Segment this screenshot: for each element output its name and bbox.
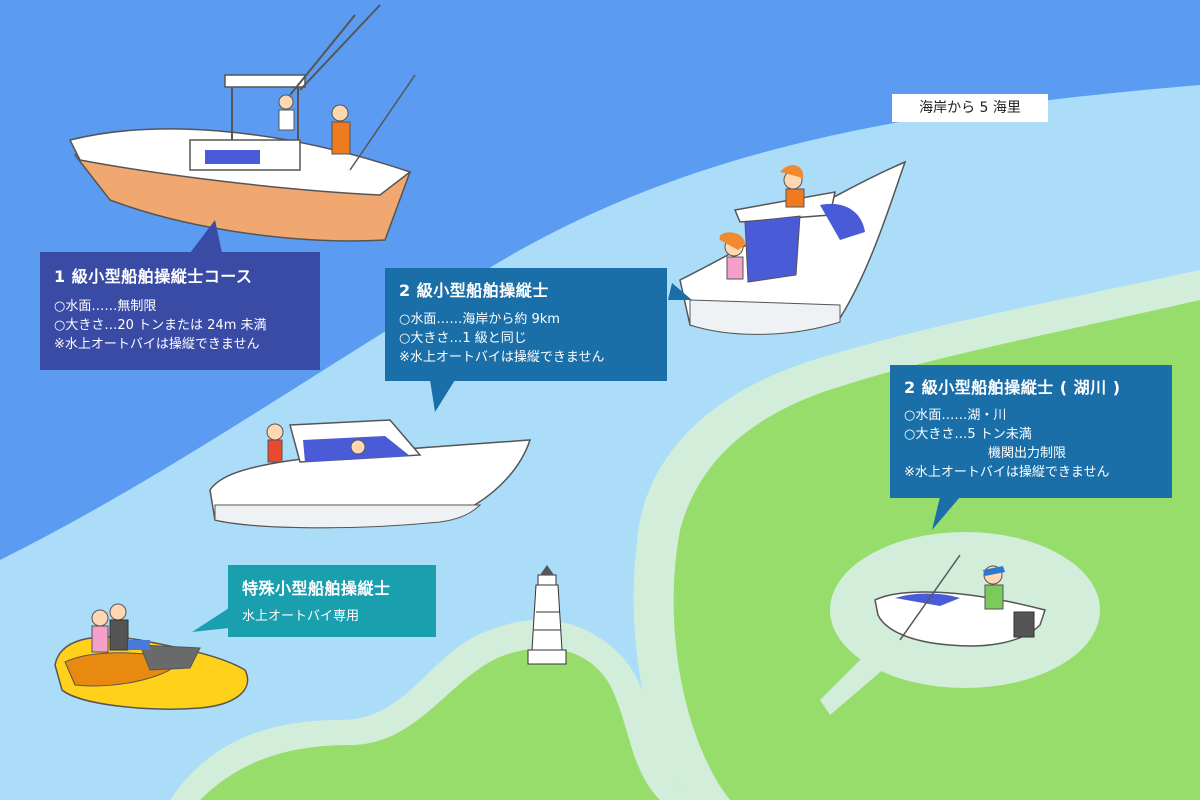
land-left [200,648,660,800]
callout1-pointer [190,220,222,253]
cabin-cruiser [209,419,532,529]
special-title: 特殊小型船舶操縦士 [242,579,391,598]
river [820,650,885,715]
lighthouse [527,565,567,665]
class2-note: ※水上オートバイは操縦できません [399,350,605,365]
personal-watercraft [54,603,249,710]
callout2-pointer [668,283,692,300]
class1-water: ○水面……無制限 [54,299,157,314]
callout4-pointer [192,608,229,632]
class1-title: 1 級小型船舶操縦士コース [54,267,253,286]
class2-title: 2 級小型船舶操縦士 [399,281,549,300]
class1-course-callout: 1 級小型船舶操縦士コース ○水面……無制限 ○大きさ…20 トンまたは 24m… [40,252,320,370]
class1-note: ※水上オートバイは操縦できません [54,337,260,352]
special-desc: 水上オートバイ専用 [242,609,360,624]
class2-lake-water: ○水面……湖・川 [904,408,1007,423]
class2-callout: 2 級小型船舶操縦士 ○水面……海岸から約 9km ○大きさ…1 級と同じ ※水… [385,268,667,381]
class2-lake-note: ※水上オートバイは操縦できません [904,465,1110,480]
lake-fishing-boat [874,554,1046,647]
motor-yacht [679,160,907,335]
class2-size: ○大きさ…1 級と同じ [399,331,527,346]
class2-lake-callout: 2 級小型船舶操縦士 ( 湖川 ) ○水面……湖・川 ○大きさ…5 トン未満 機… [890,365,1172,498]
class2-lake-size-extra: 機関出力制限 [988,446,1067,461]
class2-water: ○水面……海岸から約 9km [399,312,560,327]
class2-lake-title: 2 級小型船舶操縦士 ( 湖川 ) [904,378,1121,397]
distance-label: 海岸から 5 海里 [892,94,1048,122]
class1-size: ○大きさ…20 トンまたは 24m 未満 [54,318,267,333]
class2-lake-size: ○大きさ…5 トン未満 [904,427,1032,442]
callout3-pointer [932,497,960,530]
special-callout: 特殊小型船舶操縦士 水上オートバイ専用 [228,565,436,637]
cruiser-boat-large [68,4,416,242]
callout2-pointer-bottom [430,380,455,412]
